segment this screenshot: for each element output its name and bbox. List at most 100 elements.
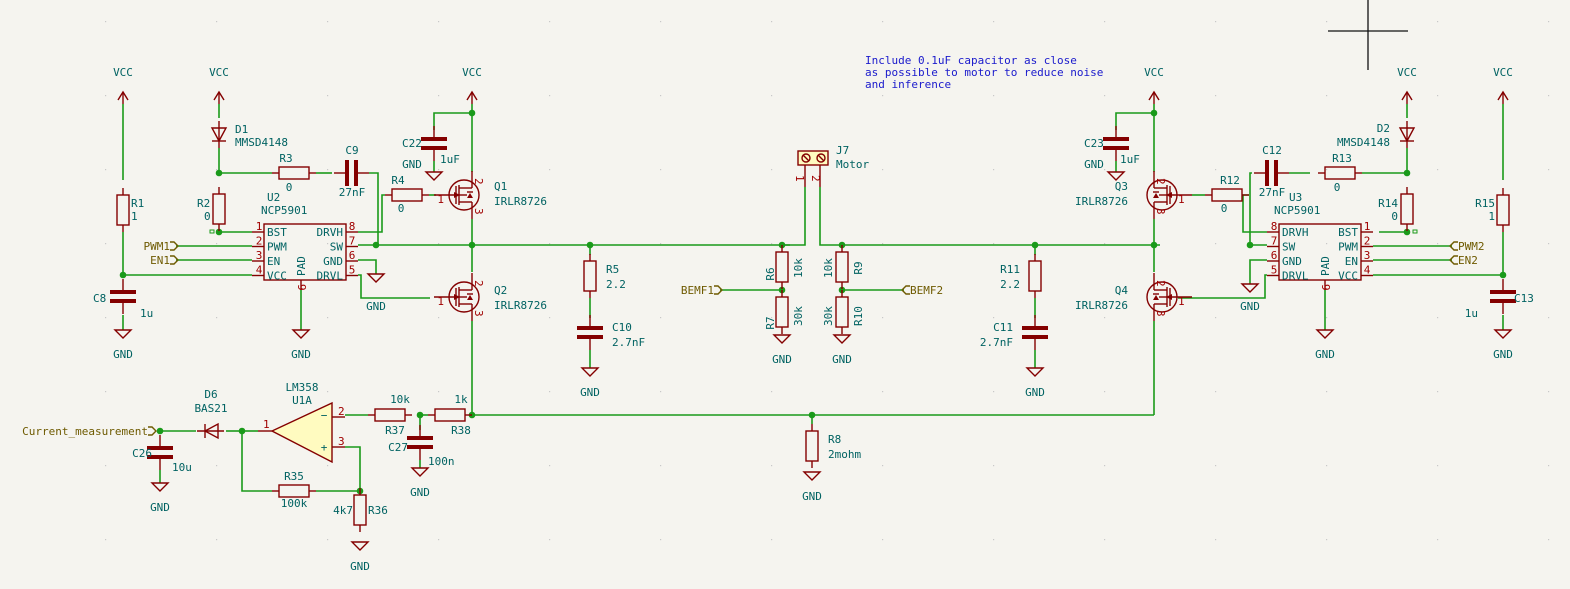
resistor-ref: R5 — [606, 263, 619, 276]
gnd-label: GND — [402, 158, 422, 171]
junction-dot — [156, 427, 164, 435]
vcc-label: VCC — [1144, 66, 1164, 79]
global-label-pwm1[interactable]: PWM1 — [144, 240, 179, 253]
grid-dot — [1215, 243, 1217, 245]
pin-name: GND — [323, 255, 343, 268]
gnd-power-symbol: GND — [350, 541, 370, 573]
global-label-text[interactable]: PWM2 — [1458, 240, 1485, 253]
gnd-power-symbol: GND — [802, 471, 822, 503]
grid-dot — [1326, 465, 1328, 467]
global-label-pwm2[interactable]: PWM2 — [1449, 240, 1485, 253]
vcc-label: VCC — [1397, 66, 1417, 79]
ground-icon — [1240, 283, 1260, 293]
resistor-R1[interactable]: R11 — [116, 188, 144, 232]
pin-number: 1 — [1178, 193, 1185, 206]
capacitor-value: 1u — [1465, 307, 1478, 320]
global-label-text[interactable]: EN1 — [150, 254, 170, 267]
pin-number: 1 — [256, 220, 263, 233]
grid-dot — [1548, 169, 1550, 171]
grid-dot — [438, 317, 440, 319]
pin-number: 5 — [1271, 264, 1278, 277]
pin-number: 3 — [338, 435, 345, 448]
resistor-body-icon — [835, 251, 849, 283]
resistor-body-icon — [391, 188, 423, 202]
global-label-en2[interactable]: EN2 — [1449, 254, 1478, 267]
global-label-text[interactable]: Current_measurement — [22, 425, 148, 438]
resistor-R3[interactable]: R30 — [272, 152, 316, 194]
global-label-current[interactable]: Current_measurement — [22, 425, 157, 438]
global-label-text[interactable]: BEMF2 — [910, 284, 943, 297]
grid-dot — [771, 243, 773, 245]
resistor-ref: R4 — [391, 174, 405, 187]
global-label-bemf2[interactable]: BEMF2 — [901, 284, 943, 297]
diode-ref: D2 — [1377, 122, 1390, 135]
screw-slot — [817, 154, 825, 162]
label-arrow-icon — [1449, 255, 1458, 265]
global-label-text[interactable]: PWM1 — [144, 240, 171, 253]
resistor-ref: R15 — [1475, 197, 1495, 210]
pin-number: 3 — [1154, 208, 1167, 215]
grid-dot — [438, 539, 440, 541]
pin-name: VCC — [1338, 270, 1358, 283]
resistor-R5[interactable]: R52.2 — [583, 254, 626, 298]
grid-dot — [1215, 317, 1217, 319]
global-label-text[interactable]: BEMF1 — [681, 284, 714, 297]
pin-name: GND — [1282, 255, 1302, 268]
ic-body — [263, 223, 347, 281]
global-label-text[interactable]: EN2 — [1458, 254, 1478, 267]
ground-icon — [1106, 171, 1126, 181]
pin-number: 2 — [1364, 235, 1371, 248]
grid-dot — [660, 465, 662, 467]
global-label-bemf1[interactable]: BEMF1 — [681, 284, 723, 297]
global-label-en1[interactable]: EN1 — [150, 254, 179, 267]
grid-dot — [771, 169, 773, 171]
grid-dot — [105, 391, 107, 393]
resistor-R2[interactable]: R20 — [197, 187, 226, 231]
grid-dots — [105, 21, 1550, 541]
gnd-label: GND — [113, 348, 133, 361]
grid-dot — [660, 391, 662, 393]
grid-dot — [105, 465, 107, 467]
resistor-R4[interactable]: R40 — [385, 174, 429, 215]
grid-dot — [1548, 95, 1550, 97]
grid-dot — [1326, 95, 1328, 97]
pin-number: 2 — [1154, 280, 1167, 287]
